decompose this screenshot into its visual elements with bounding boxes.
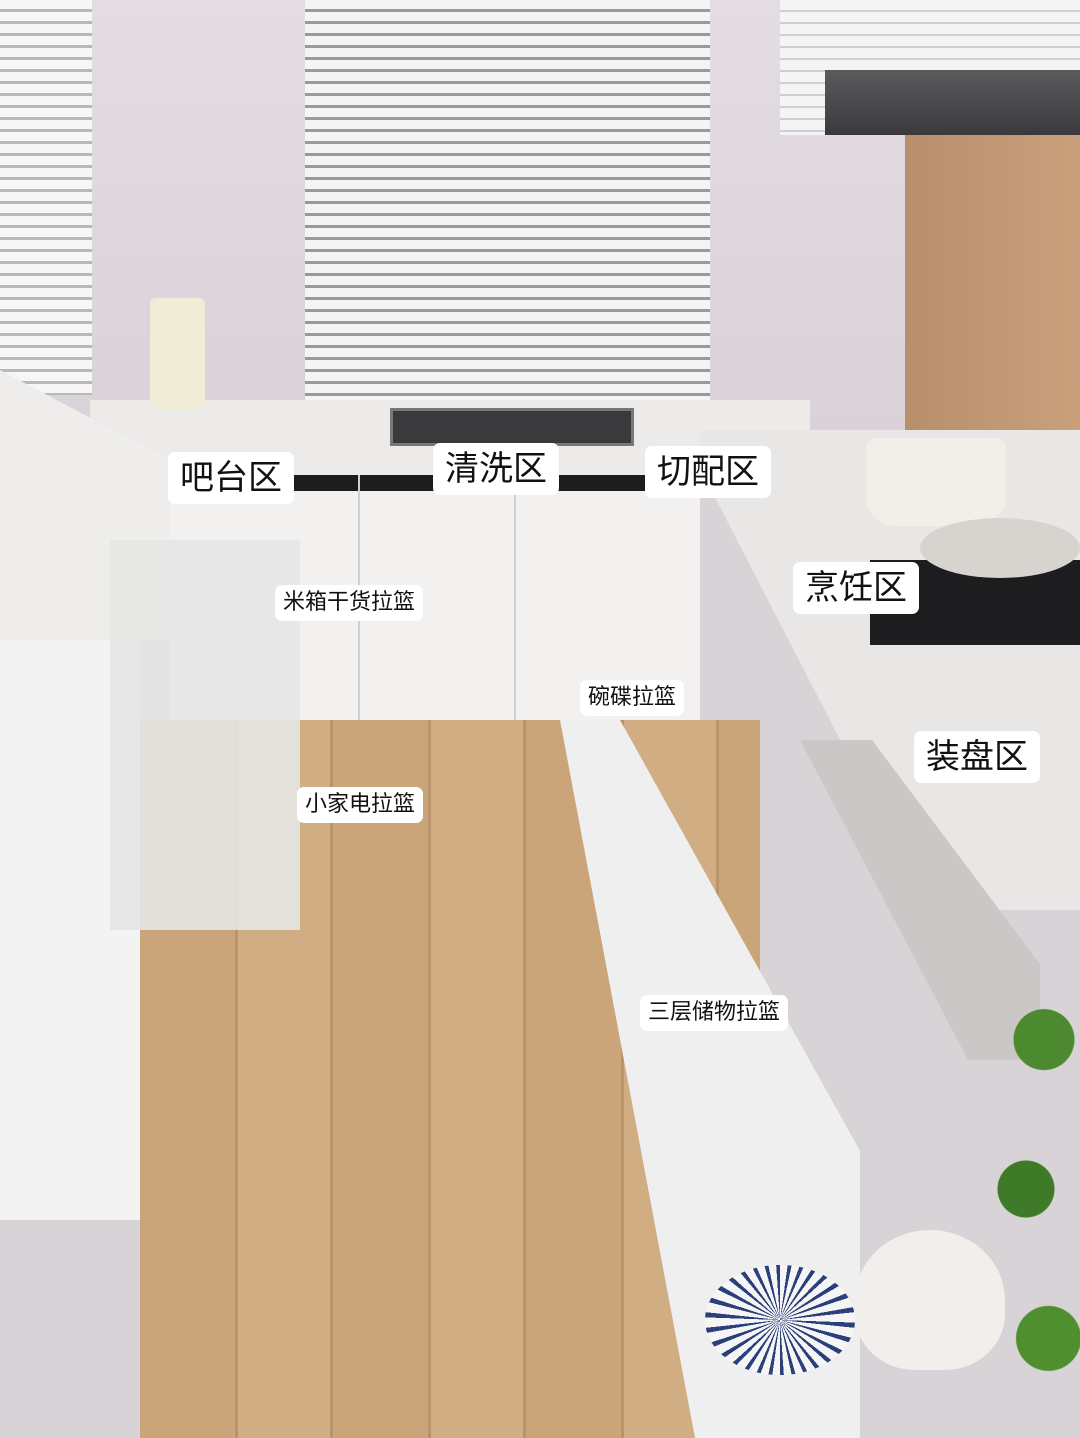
label-prep-zone: 切配区	[645, 446, 771, 498]
label-washing-zone: 清洗区	[433, 443, 559, 495]
frying-pan	[920, 518, 1080, 578]
left-pullout-basket	[110, 540, 300, 930]
label-cooking-zone: 烹饪区	[793, 562, 919, 614]
sink	[390, 408, 634, 446]
pitcher	[150, 298, 205, 410]
plant	[990, 940, 1080, 1438]
cabinet-seam	[514, 475, 516, 720]
left-wall-cabinet	[0, 0, 92, 395]
range-hood	[825, 70, 1080, 135]
label-rice-dry-goods-basket: 米箱干货拉篮	[275, 585, 424, 621]
label-bar-zone: 吧台区	[168, 452, 294, 504]
white-pot-bottom	[855, 1230, 1005, 1370]
label-plating-zone: 装盘区	[914, 731, 1040, 783]
blue-striped-bowl	[705, 1265, 855, 1375]
window-blind	[305, 0, 710, 405]
label-small-appliance-basket: 小家电拉篮	[297, 787, 424, 823]
white-pot	[866, 438, 1006, 526]
label-dish-basket: 碗碟拉篮	[580, 680, 685, 716]
label-three-tier-storage-basket: 三层储物拉篮	[640, 995, 789, 1031]
